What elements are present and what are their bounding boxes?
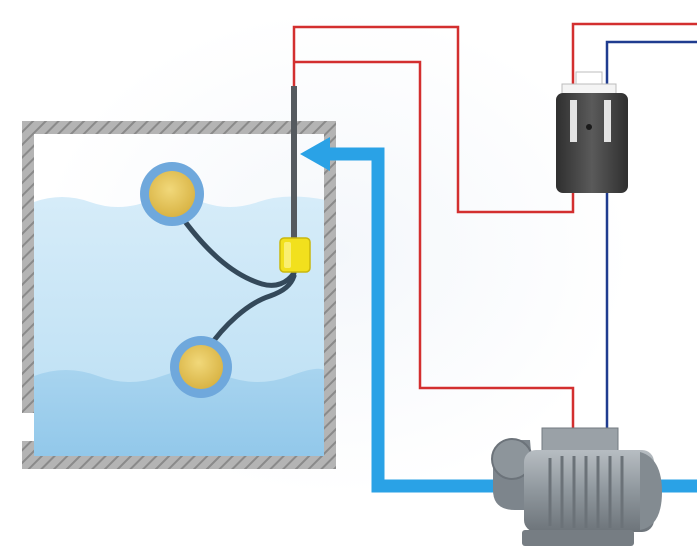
red-wire-outer — [292, 25, 575, 214]
red-wires — [292, 22, 697, 430]
water-tank-icon — [22, 121, 336, 469]
pipe-outlet-arrow — [300, 137, 330, 171]
tank-wall-left-upper — [22, 121, 34, 413]
water-lower-layer — [34, 368, 326, 456]
water-pipe-icon — [300, 137, 697, 493]
electric-pump-icon — [491, 427, 662, 546]
relay-controller-icon — [556, 71, 628, 193]
red-wire-inner — [294, 60, 575, 430]
float-cables — [175, 209, 297, 353]
float-rod-icon — [291, 86, 297, 272]
tank-wall-top — [22, 121, 336, 134]
lower-float-ball — [170, 336, 232, 398]
upper-float-ball — [140, 162, 204, 226]
pump-base — [522, 530, 634, 546]
tank-wall-bottom — [22, 456, 336, 469]
blue-wire — [605, 40, 697, 430]
red-wire-top-right — [571, 22, 697, 84]
tank-wall-right — [324, 121, 336, 469]
pump-cooling-fins — [548, 456, 624, 528]
float-collar-shine — [284, 242, 291, 268]
